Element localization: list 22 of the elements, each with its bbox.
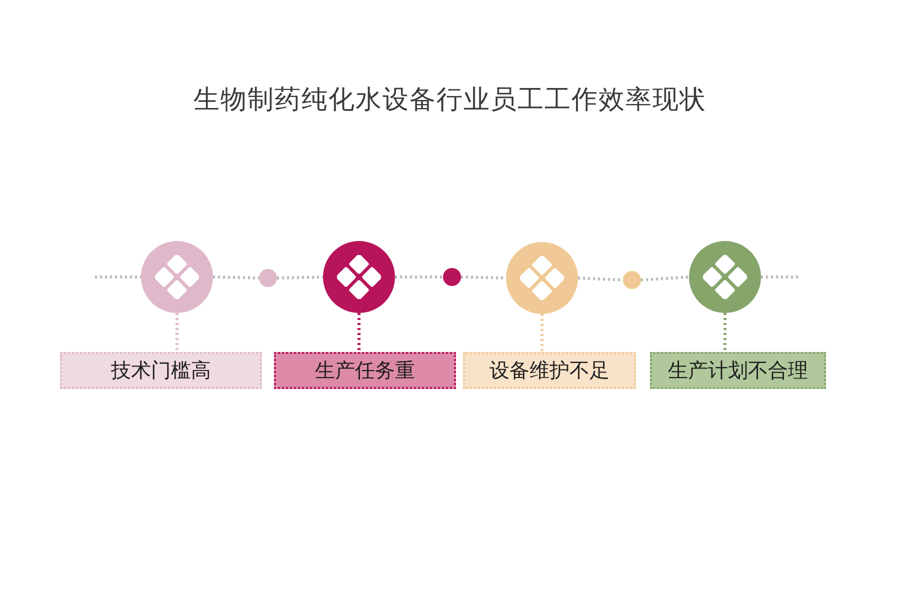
- dot: [259, 269, 277, 287]
- label-text: 生产计划不合理: [668, 357, 808, 384]
- dot: [443, 268, 461, 286]
- label-box: [60, 352, 262, 389]
- dotted-connector: [761, 276, 800, 278]
- dotted-connector: [395, 276, 443, 278]
- dotted-connector: [640, 276, 690, 282]
- label-box: [274, 352, 456, 389]
- dotted-connector: [95, 276, 141, 278]
- dotted-connector: [212, 276, 260, 280]
- label-box: [463, 352, 636, 389]
- dot: [623, 271, 641, 289]
- label-box: [650, 352, 826, 389]
- title: 生物制药纯化水设备行业员工工作效率现状: [192, 84, 708, 117]
- label-text: 技术门槛高: [111, 357, 211, 384]
- dotted-connector: [358, 313, 360, 352]
- label-text: 生产任务重: [315, 357, 415, 384]
- dotted-connector: [724, 313, 726, 352]
- dotted-connector: [176, 313, 178, 352]
- dotted-connector: [540, 314, 544, 352]
- dotted-connector: [276, 276, 324, 280]
- label-text: 设备维护不足: [490, 357, 610, 384]
